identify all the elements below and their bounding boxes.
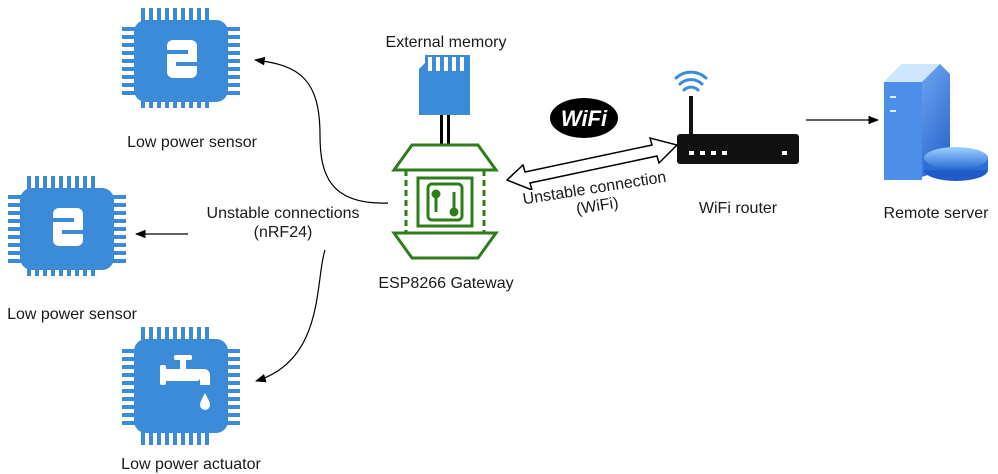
sensor-glyph-icon xyxy=(46,208,90,246)
router-label: WiFi router xyxy=(698,200,778,217)
sensor-middle-chip-icon xyxy=(8,176,126,276)
server-icon xyxy=(884,64,988,181)
actuator-label: Low power actuator xyxy=(121,456,261,473)
sensor-top-chip-icon xyxy=(122,8,240,108)
sensor-top-label: Low power sensor xyxy=(127,134,257,151)
actuator-chip-icon xyxy=(122,327,240,445)
router-icon xyxy=(674,70,799,164)
sensor-glyph-icon xyxy=(160,40,204,78)
svg-text:WiFi: WiFi xyxy=(561,106,608,131)
sensor-middle-label: Low power sensor xyxy=(7,306,137,323)
edge-gateway-to-sensor-top xyxy=(253,56,389,204)
gateway-label: ESP8266 Gateway xyxy=(378,275,514,292)
sd-card-icon xyxy=(419,55,470,145)
edge-gateway-to-actuator xyxy=(254,249,326,383)
gateway-icon xyxy=(391,143,499,260)
memory-label: External memory xyxy=(385,34,507,51)
nrf-connections xyxy=(134,56,389,383)
nrf-label-line1: Unstable connections xyxy=(206,205,360,222)
wifi-logo-icon: WiFi xyxy=(550,98,618,138)
nrf-connection-label: Unstable connections (nRF24) xyxy=(204,204,362,242)
server-label: Remote server xyxy=(883,205,989,222)
nrf-label-line2: (nRF24) xyxy=(253,224,313,241)
faucet-icon xyxy=(160,355,210,410)
